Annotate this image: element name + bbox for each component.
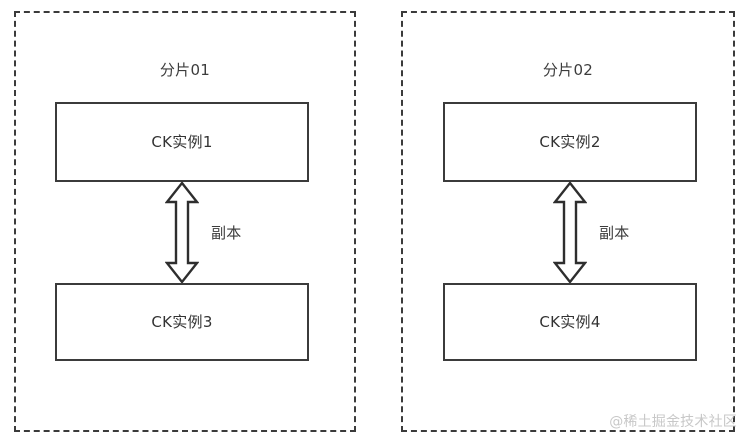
instance-box-ck2: CK实例2 [443,102,697,182]
shard-panel-02: 分片02 CK实例2 副本 CK实例4 [401,11,735,432]
instance-box-ck1: CK实例1 [55,102,309,182]
instance-box-ck4: CK实例4 [443,283,697,361]
shard-title-02: 分片02 [542,61,594,79]
shard-title-01: 分片01 [159,61,211,79]
double-headed-vertical-arrow-icon [165,181,199,284]
double-headed-vertical-arrow-icon [553,181,587,284]
watermark: @稀土掘金技术社区 [609,414,737,430]
instance-label-ck1: CK实例1 [151,133,213,151]
instance-label-ck4: CK实例4 [539,313,601,331]
shard-panel-01: 分片01 CK实例1 副本 CK实例3 [14,11,356,432]
instance-box-ck3: CK实例3 [55,283,309,361]
instance-label-ck3: CK实例3 [151,313,213,331]
replica-label-01: 副本 [211,224,242,242]
instance-label-ck2: CK实例2 [539,133,601,151]
replica-label-02: 副本 [599,224,630,242]
